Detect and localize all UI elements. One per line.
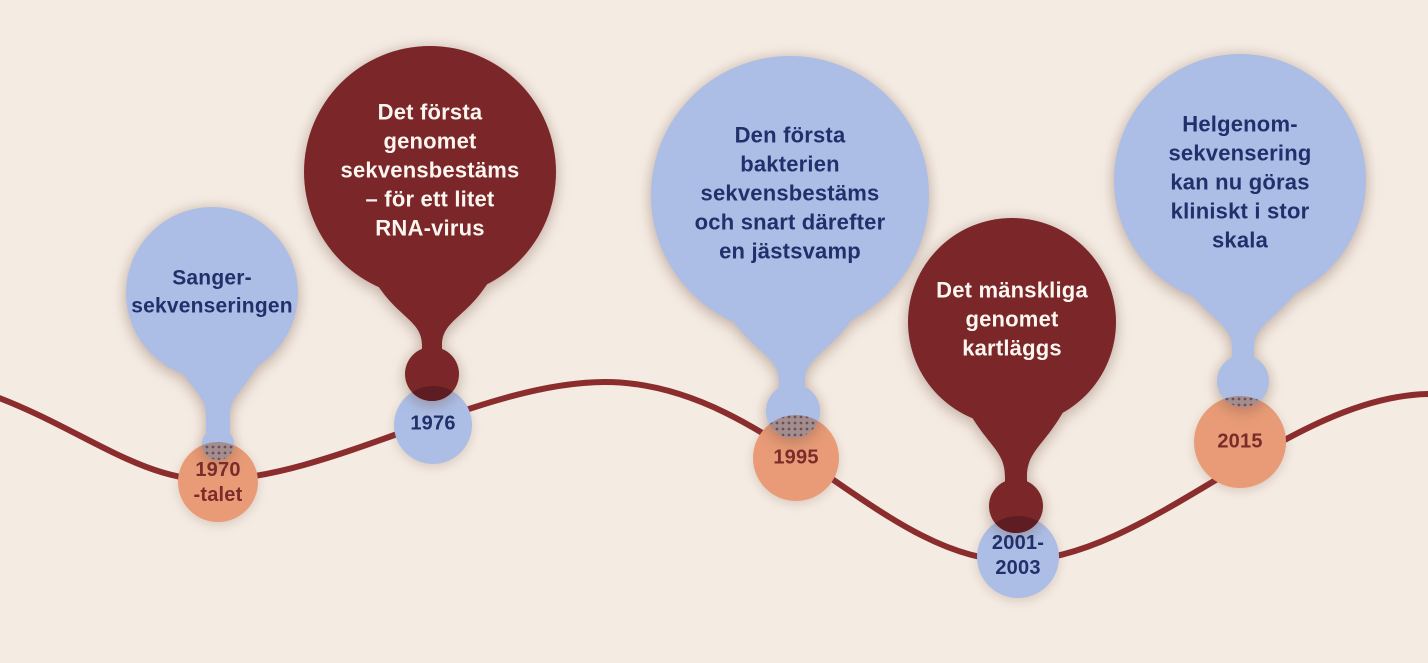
balloon-wgs-circle — [1114, 54, 1366, 306]
overlap-lens-3 — [766, 415, 820, 438]
balloon-sanger-stem — [175, 360, 261, 432]
overlap-lens-1 — [202, 442, 234, 460]
balloon-first-bacterium — [651, 56, 929, 438]
balloon-wgs-droplet — [1217, 355, 1269, 407]
balloon-first-genome-stem — [369, 270, 495, 358]
balloon-sanger-circle — [126, 207, 298, 379]
balloon-human-genome-stem — [964, 403, 1068, 490]
balloon-first-genome — [304, 46, 556, 401]
balloon-first-bacterium-circle — [651, 56, 929, 334]
year-circle-1970 — [178, 442, 258, 522]
balloon-wgs-stem — [1180, 278, 1306, 361]
year-circle-1976 — [394, 386, 472, 464]
balloon-first-genome-droplet — [405, 347, 459, 401]
year-circle-2001-2003 — [977, 516, 1059, 598]
balloon-human-genome-circle — [908, 218, 1116, 426]
balloon-first-genome-circle — [304, 46, 556, 298]
year-circle-2015 — [1194, 396, 1286, 488]
year-circle-1995 — [753, 415, 839, 501]
balloon-first-bacterium-stem — [722, 303, 862, 394]
balloon-wgs — [1114, 54, 1366, 407]
balloon-human-genome — [908, 218, 1116, 533]
overlap-lens-4 — [989, 516, 1043, 533]
balloon-sanger — [126, 207, 298, 460]
